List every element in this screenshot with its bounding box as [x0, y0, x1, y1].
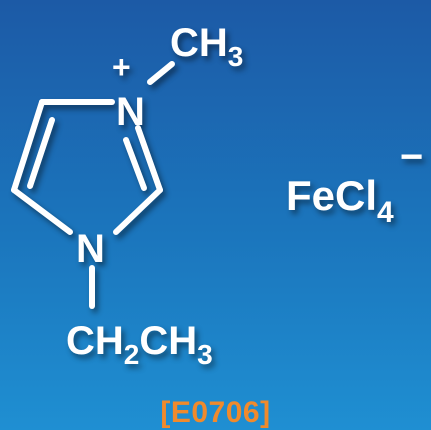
- catalog-code: [E0706]: [160, 396, 271, 429]
- anion-fecl: FeCl: [286, 172, 377, 219]
- negative-charge: −: [400, 135, 423, 179]
- bonds: [11, 61, 175, 309]
- anion-formula: FeCl4: [286, 172, 394, 229]
- bond-n1-c2: [113, 187, 163, 235]
- bond-c2-n3-double: [123, 137, 147, 191]
- bond-c5-n1: [11, 187, 73, 235]
- ethyl-ch-b: CH: [139, 319, 197, 363]
- methyl-subscript: 3: [228, 41, 244, 72]
- methyl-ch: CH: [170, 21, 228, 65]
- ethyl-subscript-2: 2: [124, 339, 140, 370]
- ring-nitrogen-3: N: [116, 90, 145, 134]
- positive-charge: +: [112, 49, 131, 85]
- bond-c2-n3: [135, 125, 163, 193]
- bond-c4-c5-double: [27, 117, 55, 189]
- bond-n3-methyl: [147, 61, 175, 85]
- ethyl-group: CH2CH3: [66, 319, 213, 370]
- anion-subscript: 4: [377, 196, 394, 229]
- structure-group: + N CH3 N CH2CH3 FeCl4 −: [11, 21, 423, 370]
- methyl-group: CH3: [170, 21, 243, 72]
- bond-c4-c5: [11, 99, 45, 193]
- ring-nitrogen-1: N: [76, 227, 105, 271]
- ethyl-subscript-3: 3: [197, 339, 213, 370]
- ethyl-ch-a: CH: [66, 319, 124, 363]
